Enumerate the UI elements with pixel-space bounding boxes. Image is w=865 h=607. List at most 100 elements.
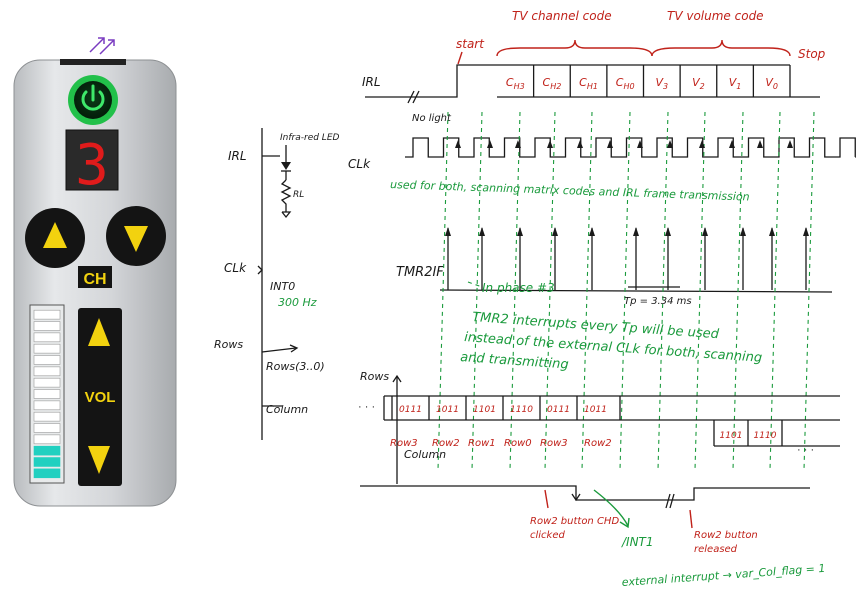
clicked-label: Row2 button CHD clicked: [530, 516, 622, 541]
volume-segment: [34, 401, 60, 410]
irl-signal-label: IRL: [362, 75, 381, 89]
tmr2if-pulse-head: [769, 227, 775, 236]
volume-segment: [34, 458, 60, 467]
ch-label: CH: [83, 271, 106, 288]
clk-edge-arrow: [547, 140, 553, 148]
channel-down-button[interactable]: [106, 206, 166, 266]
volume-segment: [34, 390, 60, 399]
clk-edge-arrow: [455, 140, 461, 148]
volume-segment: [34, 469, 60, 478]
volume-segment: [34, 378, 60, 387]
channel-code-brace: [497, 40, 652, 56]
volume-segments: [34, 310, 60, 478]
row-code: 1011: [436, 405, 459, 415]
clk-note: used for both, scanning matrix codes and…: [390, 178, 750, 204]
clk-edge-arrow: [577, 140, 583, 148]
column-pin-label: Column: [266, 403, 308, 416]
rows-signal-label: Rows: [360, 370, 389, 383]
volume-segment: [34, 356, 60, 365]
volume-segment: [34, 344, 60, 353]
row-label: Row0: [504, 438, 532, 449]
tp-label: Tp = 3.34 ms: [624, 296, 692, 307]
tmr2if-pulse-head: [479, 227, 485, 236]
clk-signal-label: CLk: [348, 157, 371, 171]
sync-guide: [804, 112, 814, 470]
led-icon: [281, 145, 291, 180]
clk-edge-arrow: [487, 140, 493, 148]
irl-bit: V0: [765, 76, 778, 91]
volume-segment: [34, 333, 60, 342]
clk-edge-arrow: [757, 140, 763, 148]
irl-bit: CH2: [543, 76, 562, 91]
column-signal-label: Column: [404, 448, 446, 461]
row-label: Row3: [540, 438, 568, 449]
irl-bit: CH3: [506, 76, 525, 91]
volume-segment: [34, 424, 60, 433]
tmr2if-pulse-head: [589, 227, 595, 236]
volume-segment: [34, 310, 60, 319]
irl-pin-label: IRL: [228, 149, 247, 163]
row-label: Row2: [584, 438, 612, 449]
irl-waveform: [365, 65, 820, 97]
rows-bus-label: Rows(3..0): [266, 360, 325, 373]
freq-label: 300 Hz: [278, 296, 317, 309]
sync-guide: [472, 112, 482, 470]
vol-label: VOL: [85, 389, 116, 406]
resistor-icon: [282, 180, 290, 217]
power-button[interactable]: [68, 75, 118, 125]
volume-segment: [34, 322, 60, 331]
irl-frame-cells: [534, 65, 754, 97]
tmr2if-pulse-head: [702, 227, 708, 236]
remote-control: 3 CH VOL: [0, 0, 200, 607]
tmr2if-label: TMR2IF: [396, 265, 444, 280]
irl-bit: CH1: [579, 76, 598, 91]
svg-text:and transmitting: and transmitting: [460, 350, 569, 373]
int1-note: external interrupt → var_Col_flag = 1: [621, 562, 825, 589]
tmr2if-pulse-head: [740, 227, 746, 236]
row-code: 1101: [473, 405, 496, 415]
tmr2if-pulse-head: [552, 227, 558, 236]
row-code: 1011: [584, 405, 607, 415]
tmr2if-pulse-head: [517, 227, 523, 236]
sync-guide: [438, 112, 448, 470]
int1-label: /INT1: [621, 535, 654, 549]
volume-segment: [34, 446, 60, 455]
ir-window: [60, 59, 126, 65]
tv-volume-code-label: TV volume code: [667, 9, 764, 23]
stop-label: Stop: [798, 47, 826, 61]
volume-code-brace: [652, 40, 790, 56]
volume-segment: [34, 412, 60, 421]
rows-pin-label: Rows: [214, 338, 243, 351]
tmr2if-pulse-head: [803, 227, 809, 236]
channel-digit: 3: [75, 133, 109, 198]
no-light-label: No light: [412, 113, 452, 124]
volume-segment: [34, 435, 60, 444]
resistor-label: RL: [293, 190, 304, 200]
column-waveform: [360, 486, 810, 500]
ir-signal-icon: [90, 38, 114, 54]
row-code: 1110: [754, 431, 777, 441]
rows-dots-right: · · ·: [797, 444, 814, 456]
timing-diagram: IRL CH3CH2CH1CH0V3V2V1V0 No light start …: [200, 0, 865, 607]
tmr2if-pulse-head: [445, 227, 451, 236]
clk-edge-arrow: [729, 140, 735, 148]
tmr2if-pulse-head: [633, 227, 639, 236]
int0-label: INT0: [270, 280, 295, 293]
row-label: Row1: [468, 438, 496, 449]
start-label: start: [456, 37, 485, 51]
row-code: 1110: [510, 405, 533, 415]
led-label: Infra-red LED: [280, 133, 340, 143]
channel-up-button[interactable]: [25, 208, 85, 268]
tmr2-note: TMR2 interrupts every Tp will be used in…: [460, 310, 763, 373]
row-code: 1101: [720, 431, 743, 441]
tmr2if-pulse-head: [665, 227, 671, 236]
irl-bit: V1: [729, 76, 742, 91]
tv-channel-code-label: TV channel code: [512, 9, 612, 23]
volume-segment: [34, 367, 60, 376]
clk-edge-arrow: [787, 140, 793, 148]
sync-guide: [770, 112, 780, 470]
rows-dots-left: · · ·: [358, 401, 375, 413]
released-label: Row2 button released: [694, 530, 761, 555]
phase-label: In phase #3: [482, 281, 555, 295]
